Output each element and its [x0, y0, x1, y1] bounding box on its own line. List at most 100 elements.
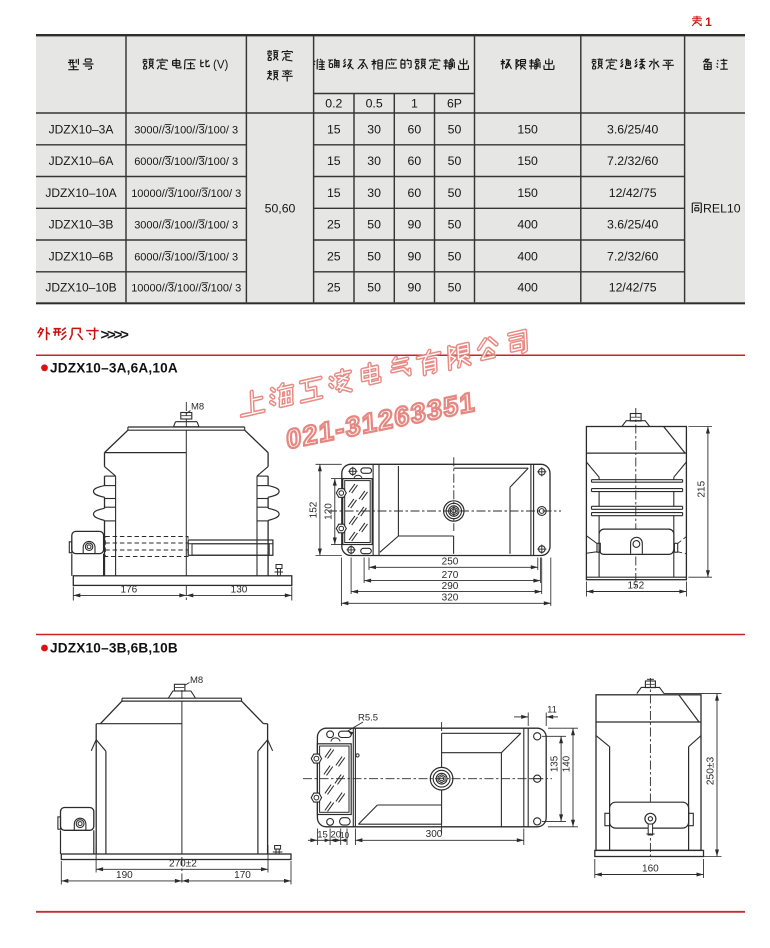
svg-text:140: 140 [561, 755, 572, 772]
svg-text:/3: /3 [195, 124, 204, 136]
svg-text:>>>>: >>>> [101, 327, 130, 344]
svg-text:10: 10 [340, 831, 349, 840]
svg-text:50: 50 [448, 280, 462, 294]
svg-text:/3: /3 [195, 251, 204, 263]
svg-text:/100/: /100/ [171, 220, 196, 232]
svg-text:290: 290 [442, 581, 459, 592]
svg-text:150: 150 [517, 154, 538, 168]
svg-text:/100/ 3: /100/ 3 [205, 220, 239, 232]
svg-text:50: 50 [448, 154, 462, 168]
svg-text:90: 90 [408, 280, 422, 294]
svg-text:/100/: /100/ [171, 156, 196, 168]
svg-text:REL10: REL10 [703, 201, 741, 215]
svg-text:/100/: /100/ [174, 282, 199, 294]
svg-text:1: 1 [411, 97, 418, 111]
svg-text:3.6/25/40: 3.6/25/40 [607, 122, 658, 136]
svg-text:50: 50 [367, 249, 381, 263]
svg-text:10000/: 10000/ [131, 282, 166, 294]
svg-text:50: 50 [448, 249, 462, 263]
svg-text:90: 90 [408, 218, 422, 232]
svg-text:/100/: /100/ [171, 251, 196, 263]
svg-text:/100/ 3: /100/ 3 [205, 251, 239, 263]
svg-text:/3: /3 [195, 156, 204, 168]
svg-text:R5.5: R5.5 [358, 713, 378, 724]
svg-text:60: 60 [408, 154, 422, 168]
svg-text:30: 30 [367, 154, 381, 168]
svg-text:152: 152 [309, 501, 320, 518]
svg-text:320: 320 [442, 593, 459, 604]
svg-text:215: 215 [696, 480, 707, 497]
svg-text:/3: /3 [195, 220, 204, 232]
svg-text:JDZX10–3A: JDZX10–3A [49, 122, 114, 136]
svg-text:20: 20 [331, 830, 342, 841]
svg-text:M8: M8 [190, 675, 203, 686]
svg-text:30: 30 [367, 122, 381, 136]
svg-text:12/42/75: 12/42/75 [609, 280, 657, 294]
svg-text:120: 120 [323, 503, 334, 520]
svg-text:270: 270 [442, 570, 459, 581]
svg-text:/3: /3 [198, 188, 207, 200]
svg-text:JDZX10–3B,6B,10B: JDZX10–3B,6B,10B [50, 641, 178, 656]
svg-text:90: 90 [408, 249, 422, 263]
svg-text:M8: M8 [191, 402, 204, 413]
svg-text:25: 25 [327, 249, 341, 263]
svg-text:25: 25 [327, 280, 341, 294]
svg-text:/100/ 3: /100/ 3 [208, 188, 242, 200]
svg-text:15: 15 [327, 186, 341, 200]
svg-text:400: 400 [517, 218, 538, 232]
svg-text:15: 15 [317, 830, 328, 841]
svg-text:/100/ 3: /100/ 3 [205, 124, 239, 136]
svg-text:60: 60 [408, 186, 422, 200]
svg-text:0.2: 0.2 [325, 97, 342, 111]
svg-text:10000/: 10000/ [131, 188, 166, 200]
svg-text:170: 170 [234, 870, 251, 881]
svg-text:176: 176 [121, 584, 138, 595]
svg-text:11: 11 [547, 705, 557, 716]
svg-text:/3: /3 [162, 156, 171, 168]
svg-text:190: 190 [116, 870, 133, 881]
svg-text:50: 50 [367, 218, 381, 232]
svg-text:JDZX10–6B: JDZX10–6B [49, 249, 114, 263]
svg-text:50: 50 [448, 218, 462, 232]
svg-text:12/42/75: 12/42/75 [609, 186, 657, 200]
svg-text:/3: /3 [162, 124, 171, 136]
svg-text:7.2/32/60: 7.2/32/60 [607, 154, 658, 168]
svg-text:JDZX10–3A,6A,10A: JDZX10–3A,6A,10A [50, 361, 178, 376]
svg-text:400: 400 [517, 280, 538, 294]
svg-text:3000/: 3000/ [134, 124, 162, 136]
svg-text:130: 130 [231, 584, 248, 595]
svg-text:30: 30 [367, 186, 381, 200]
svg-text:152: 152 [627, 580, 644, 591]
svg-text:6000/: 6000/ [134, 156, 162, 168]
svg-text:/100/ 3: /100/ 3 [205, 156, 239, 168]
svg-text:JDZX10–6A: JDZX10–6A [49, 154, 114, 168]
svg-text:(V): (V) [213, 60, 229, 72]
svg-text:25: 25 [327, 218, 341, 232]
svg-text:50,60: 50,60 [265, 201, 296, 215]
svg-text:250: 250 [442, 557, 459, 568]
svg-text:160: 160 [642, 863, 659, 874]
svg-text:/3: /3 [162, 251, 171, 263]
svg-text:JDZX10–10B: JDZX10–10B [45, 280, 116, 294]
svg-text:150: 150 [517, 122, 538, 136]
svg-text:/3: /3 [165, 282, 174, 294]
svg-text:6P: 6P [447, 97, 462, 111]
svg-text:15: 15 [327, 154, 341, 168]
svg-text:50: 50 [367, 280, 381, 294]
svg-text:/100/: /100/ [174, 188, 199, 200]
svg-text:60: 60 [408, 122, 422, 136]
svg-text:0.5: 0.5 [366, 97, 383, 111]
svg-text:JDZX10–10A: JDZX10–10A [45, 186, 116, 200]
svg-text:150: 150 [517, 186, 538, 200]
svg-text:3.6/25/40: 3.6/25/40 [607, 218, 658, 232]
svg-text:/3: /3 [162, 220, 171, 232]
svg-text:JDZX10–3B: JDZX10–3B [49, 218, 114, 232]
svg-text:50: 50 [448, 122, 462, 136]
svg-text:/3: /3 [198, 282, 207, 294]
svg-text:/3: /3 [165, 188, 174, 200]
svg-text:135: 135 [549, 755, 560, 772]
svg-text:250±3: 250±3 [705, 757, 716, 786]
svg-text:/100/: /100/ [171, 124, 196, 136]
svg-text:400: 400 [517, 249, 538, 263]
svg-text:50: 50 [448, 186, 462, 200]
